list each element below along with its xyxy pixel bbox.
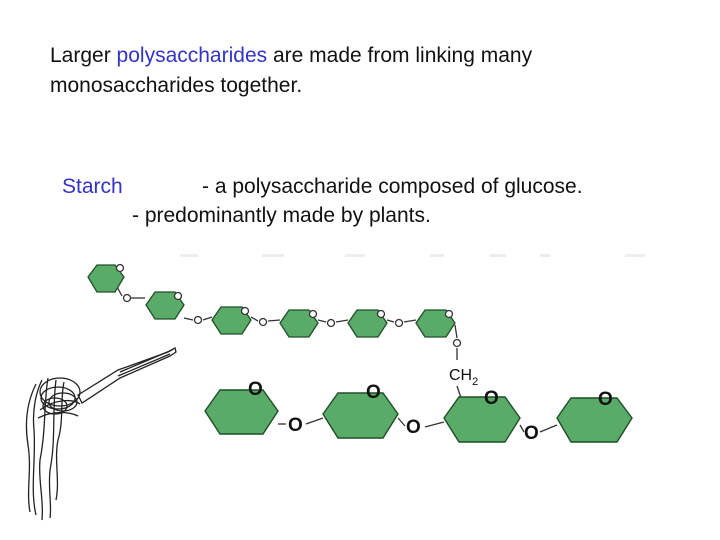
ch2-branch-label: CH2 bbox=[449, 367, 478, 388]
glycosidic-bonds bbox=[115, 284, 558, 433]
oxygen-atom bbox=[326, 318, 336, 328]
definition-line-2: - predominantly made by plants. bbox=[132, 204, 431, 227]
glucose-ring bbox=[204, 389, 279, 435]
oxygen-atom bbox=[258, 317, 268, 327]
oxygen-atom bbox=[452, 338, 462, 348]
glucose-ring bbox=[415, 309, 456, 338]
intro-line-2: monosaccharides together. bbox=[50, 74, 303, 97]
glucose-ring bbox=[145, 291, 185, 320]
definition-line-1: - a polysaccharide composed of glucose. bbox=[202, 175, 583, 198]
oxygen-atom bbox=[376, 309, 386, 319]
intro-prefix: Larger bbox=[50, 44, 117, 67]
subscript-2: 2 bbox=[472, 376, 478, 388]
oxygen-label: O bbox=[406, 417, 421, 438]
upper-chain-glucose-rings bbox=[87, 264, 456, 338]
oxygen-atom bbox=[240, 306, 250, 316]
glucose-ring bbox=[322, 392, 399, 439]
oxygen-label: O bbox=[288, 415, 303, 436]
fork-with-spaghetti-icon bbox=[25, 347, 177, 521]
term-starch: Starch bbox=[62, 175, 123, 198]
glucose-ring bbox=[347, 309, 388, 338]
oxygen-atom bbox=[444, 309, 454, 319]
glucose-ring bbox=[211, 306, 252, 335]
intro-suffix: are made from linking many bbox=[267, 44, 533, 67]
oxygen-atom bbox=[394, 318, 404, 328]
oxygen-atom bbox=[122, 293, 132, 303]
intro-line-1: Larger polysaccharides are made from lin… bbox=[50, 42, 532, 70]
upper-chain-oxygen-atoms bbox=[115, 263, 462, 348]
oxygen-label: O bbox=[484, 388, 499, 409]
oxygen-atom bbox=[308, 309, 318, 319]
glucose-ring bbox=[87, 264, 125, 293]
faint-background-marks bbox=[180, 254, 645, 257]
oxygen-atom bbox=[115, 263, 125, 273]
glucose-ring bbox=[443, 396, 521, 443]
oxygen-label: O bbox=[524, 423, 539, 444]
glucose-ring bbox=[556, 397, 633, 443]
glucose-ring bbox=[279, 309, 319, 338]
highlight-term-polysaccharides: polysaccharides bbox=[116, 44, 268, 67]
oxygen-label: O bbox=[366, 382, 381, 403]
oxygen-label: O bbox=[248, 379, 263, 400]
lower-chain-oxygen-labels: O O O O O O O bbox=[248, 379, 613, 444]
lower-chain-glucose-rings bbox=[204, 389, 633, 443]
ch-text: CH bbox=[449, 367, 472, 384]
oxygen-atom bbox=[173, 291, 183, 301]
oxygen-label: O bbox=[598, 389, 613, 410]
oxygen-atom bbox=[193, 315, 203, 325]
